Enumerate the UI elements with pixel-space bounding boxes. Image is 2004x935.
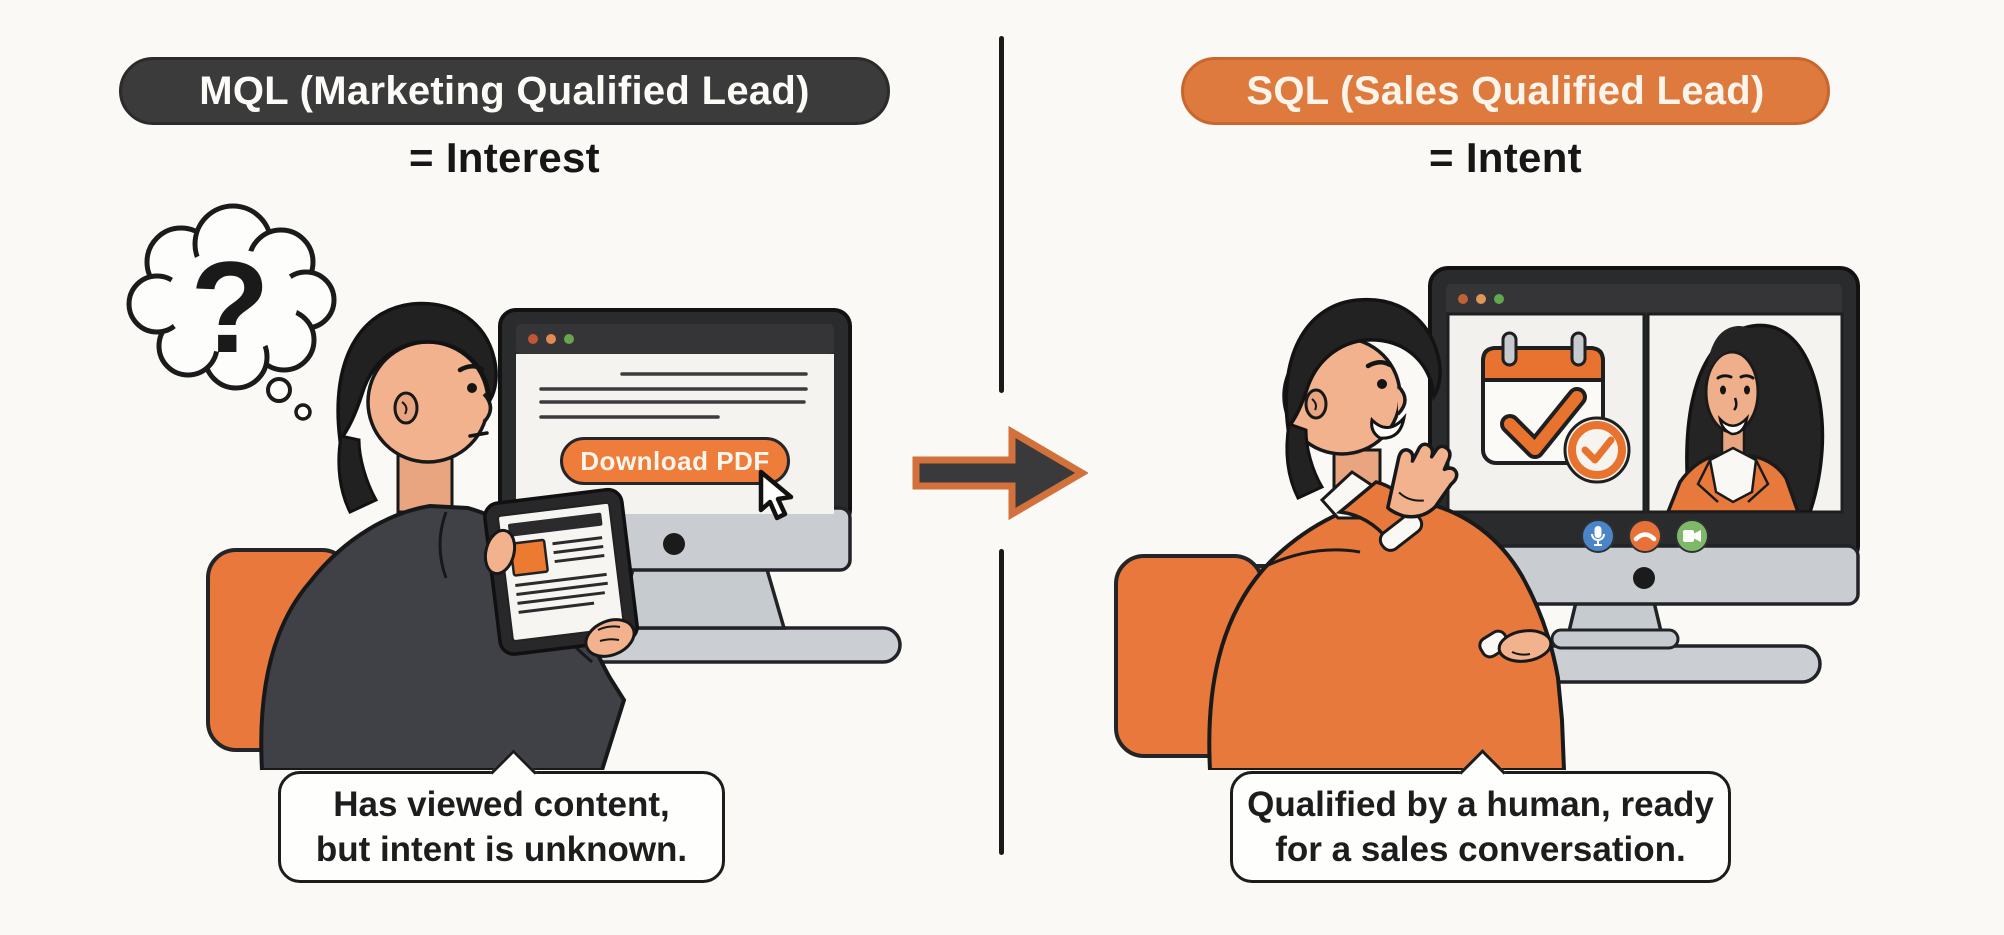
mql-illustration: ?: [126, 203, 902, 770]
call-controls: [1581, 519, 1709, 553]
eye: [1377, 379, 1387, 389]
mic-button[interactable]: [1581, 519, 1615, 553]
mouse-cursor-icon: [758, 469, 794, 521]
download-pdf-button[interactable]: Download PDF: [560, 437, 790, 485]
sql-illustration: [1114, 266, 1860, 770]
tablet-header-bar: [507, 512, 603, 537]
tablet: [483, 487, 639, 656]
waving-hand: [1386, 442, 1459, 519]
eyebrow: [1365, 360, 1393, 369]
woman-shirt: [1708, 446, 1758, 504]
desk-hand: [1478, 629, 1553, 663]
nose: [1396, 384, 1407, 416]
calendar-check-icon: [1481, 331, 1631, 484]
divider-line-bottom: [999, 549, 1004, 855]
cuff: [1378, 512, 1424, 552]
video-camera-icon: [1683, 530, 1694, 542]
monitor-chin-dot: [1633, 567, 1655, 589]
tablet-text-lines: [515, 536, 608, 614]
flow-arrow-icon: [912, 425, 1088, 521]
sql-callout-line2: for a sales conversation.: [1275, 830, 1686, 869]
mql-title-badge: MQL (Marketing Qualified Lead): [119, 57, 890, 125]
monitor-chin-dot: [663, 533, 685, 555]
mql-subtitle: = Interest: [409, 134, 600, 181]
window-dot-green-icon: [564, 334, 574, 344]
hair-back: [337, 434, 379, 514]
eyebrow: [457, 364, 485, 373]
face: [366, 340, 490, 464]
woman-smile: [1718, 414, 1750, 436]
hands: [483, 528, 636, 658]
hair: [1284, 297, 1442, 433]
mql-callout: Has viewed content, but intent is unknow…: [278, 749, 725, 883]
sql-title-badge: SQL (Sales Qualified Lead): [1181, 57, 1830, 125]
thought-bubble: ?: [126, 203, 337, 421]
browser-bar: [516, 324, 834, 354]
mouth: [468, 431, 489, 438]
woman-face: [1704, 350, 1760, 434]
camera-button[interactable]: [1675, 519, 1709, 553]
monitor-stand: [1550, 596, 1680, 650]
monitor-stand: [613, 564, 787, 630]
divider-line-top: [999, 36, 1004, 393]
window-dot-orange-icon: [546, 334, 556, 344]
video-call-woman: [1666, 323, 1825, 512]
phone-hangup-icon: [1633, 532, 1657, 542]
hair: [336, 301, 498, 445]
browser-bar: [1446, 284, 1842, 314]
mic-icon: [1594, 526, 1602, 538]
window-dot-red-icon: [1458, 294, 1468, 304]
window-dot-red-icon: [528, 334, 538, 344]
woman-front-hair: [1706, 326, 1766, 380]
sql-person: [1207, 297, 1567, 770]
window-dot-orange-icon: [1476, 294, 1486, 304]
hair-back: [1285, 421, 1325, 500]
mql-callout-line1: Has viewed content,: [333, 785, 670, 824]
mql-callout-line2: but intent is unknown.: [315, 830, 688, 869]
window-dot-green-icon: [1494, 294, 1504, 304]
eye: [467, 383, 477, 393]
sql-callout: Qualified by a human, ready for a sales …: [1230, 749, 1731, 883]
hangup-button[interactable]: [1628, 519, 1662, 553]
smile: [1370, 413, 1407, 440]
question-mark-icon: ?: [190, 234, 269, 380]
webpage-text-lines: [539, 372, 808, 419]
sql-subtitle: = Intent: [1429, 134, 1582, 181]
